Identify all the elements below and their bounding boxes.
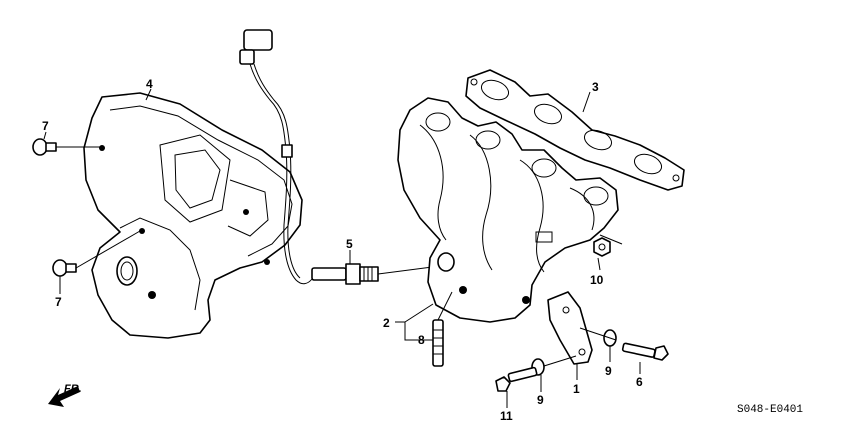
- callout-6: 6: [636, 375, 643, 389]
- bolt-7-bottom: [52, 230, 141, 277]
- front-direction-arrow: [48, 386, 80, 407]
- oxygen-sensor: [239, 29, 441, 285]
- front-label: FR.: [64, 383, 82, 395]
- callout-7-top: 7: [42, 119, 49, 133]
- callout-9-right: 9: [605, 364, 612, 378]
- callout-2: 2: [383, 316, 390, 330]
- manifold-gasket: [465, 69, 685, 191]
- bolt-6: [579, 327, 669, 361]
- bracket-1: [547, 291, 593, 365]
- leader-lines: [43, 88, 641, 408]
- callout-8: 8: [418, 333, 425, 347]
- stud-8: [432, 291, 453, 367]
- drawing-code: S048-E0401: [737, 404, 803, 416]
- heat-shield: [83, 92, 303, 339]
- bolt-11: [495, 355, 577, 392]
- callout-7-bottom: 7: [55, 295, 62, 309]
- callout-5: 5: [346, 237, 353, 251]
- callout-10: 10: [590, 273, 604, 287]
- callout-11: 11: [500, 409, 513, 423]
- callout-9-left: 9: [537, 393, 544, 407]
- nut-10: [593, 237, 611, 257]
- callout-3: 3: [592, 80, 599, 94]
- callout-1: 1: [573, 382, 580, 396]
- exhaust-manifold: [397, 97, 623, 323]
- callout-4: 4: [146, 77, 153, 91]
- bolt-7-top: [32, 138, 100, 156]
